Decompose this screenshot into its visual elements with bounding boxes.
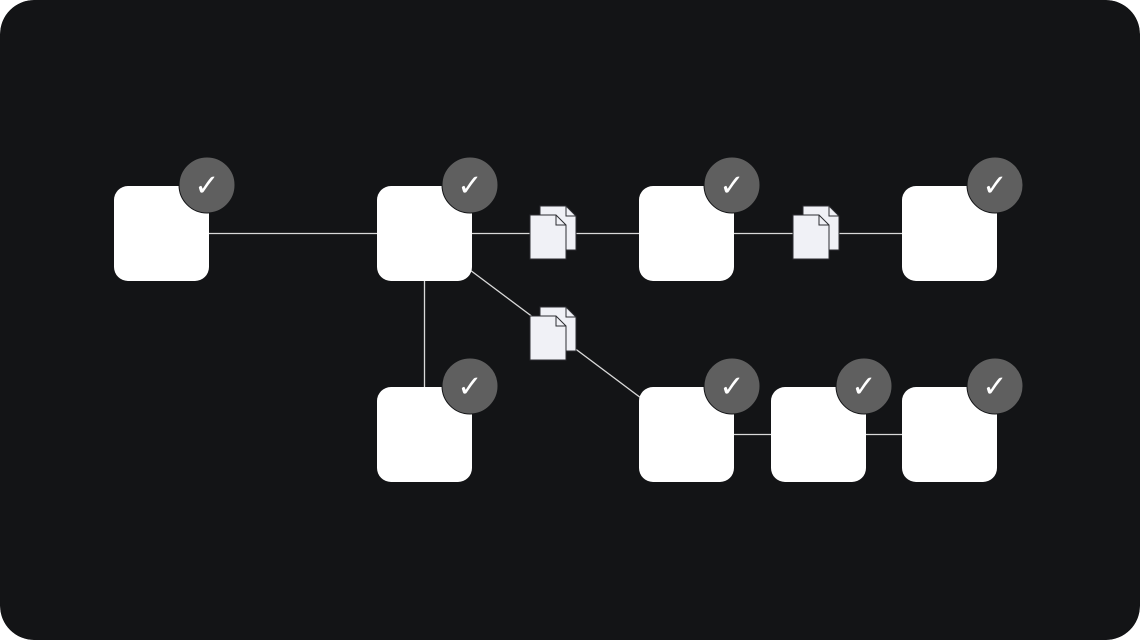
documents-icon <box>792 205 840 260</box>
node-box <box>377 186 472 281</box>
checkmark-icon: ✓ <box>851 370 876 405</box>
workflow-node-n5[interactable]: ✓ <box>377 357 499 482</box>
status-badge: ✓ <box>178 156 236 214</box>
status-badge: ✓ <box>835 357 893 415</box>
status-badge: ✓ <box>703 156 761 214</box>
workflow-node-n7[interactable]: ✓ <box>771 357 893 482</box>
documents-icon <box>529 205 577 260</box>
node-box <box>114 186 209 281</box>
node-box <box>902 186 997 281</box>
workflow-node-n6[interactable]: ✓ <box>639 357 761 482</box>
workflow-node-n4[interactable]: ✓ <box>902 156 1024 281</box>
workflow-node-n1[interactable]: ✓ <box>114 156 236 281</box>
checkmark-icon: ✓ <box>457 169 482 204</box>
node-box <box>377 387 472 482</box>
status-badge: ✓ <box>441 357 499 415</box>
artifacts-layer <box>529 205 840 361</box>
node-box <box>639 387 734 482</box>
checkmark-icon: ✓ <box>982 169 1007 204</box>
checkmark-icon: ✓ <box>719 169 744 204</box>
status-badge: ✓ <box>441 156 499 214</box>
workflow-node-n8[interactable]: ✓ <box>902 357 1024 482</box>
status-badge: ✓ <box>703 357 761 415</box>
node-box <box>902 387 997 482</box>
workflow-node-n3[interactable]: ✓ <box>639 156 761 281</box>
nodes-layer: ✓ ✓ ✓ ✓ ✓ ✓ ✓ ✓ <box>114 156 1024 482</box>
documents-icon <box>529 306 577 361</box>
status-badge: ✓ <box>966 156 1024 214</box>
checkmark-icon: ✓ <box>194 169 219 204</box>
checkmark-icon: ✓ <box>719 370 744 405</box>
checkmark-icon: ✓ <box>457 370 482 405</box>
status-badge: ✓ <box>966 357 1024 415</box>
checkmark-icon: ✓ <box>982 370 1007 405</box>
workflow-node-n2[interactable]: ✓ <box>377 156 499 281</box>
node-box <box>639 186 734 281</box>
node-box <box>771 387 866 482</box>
